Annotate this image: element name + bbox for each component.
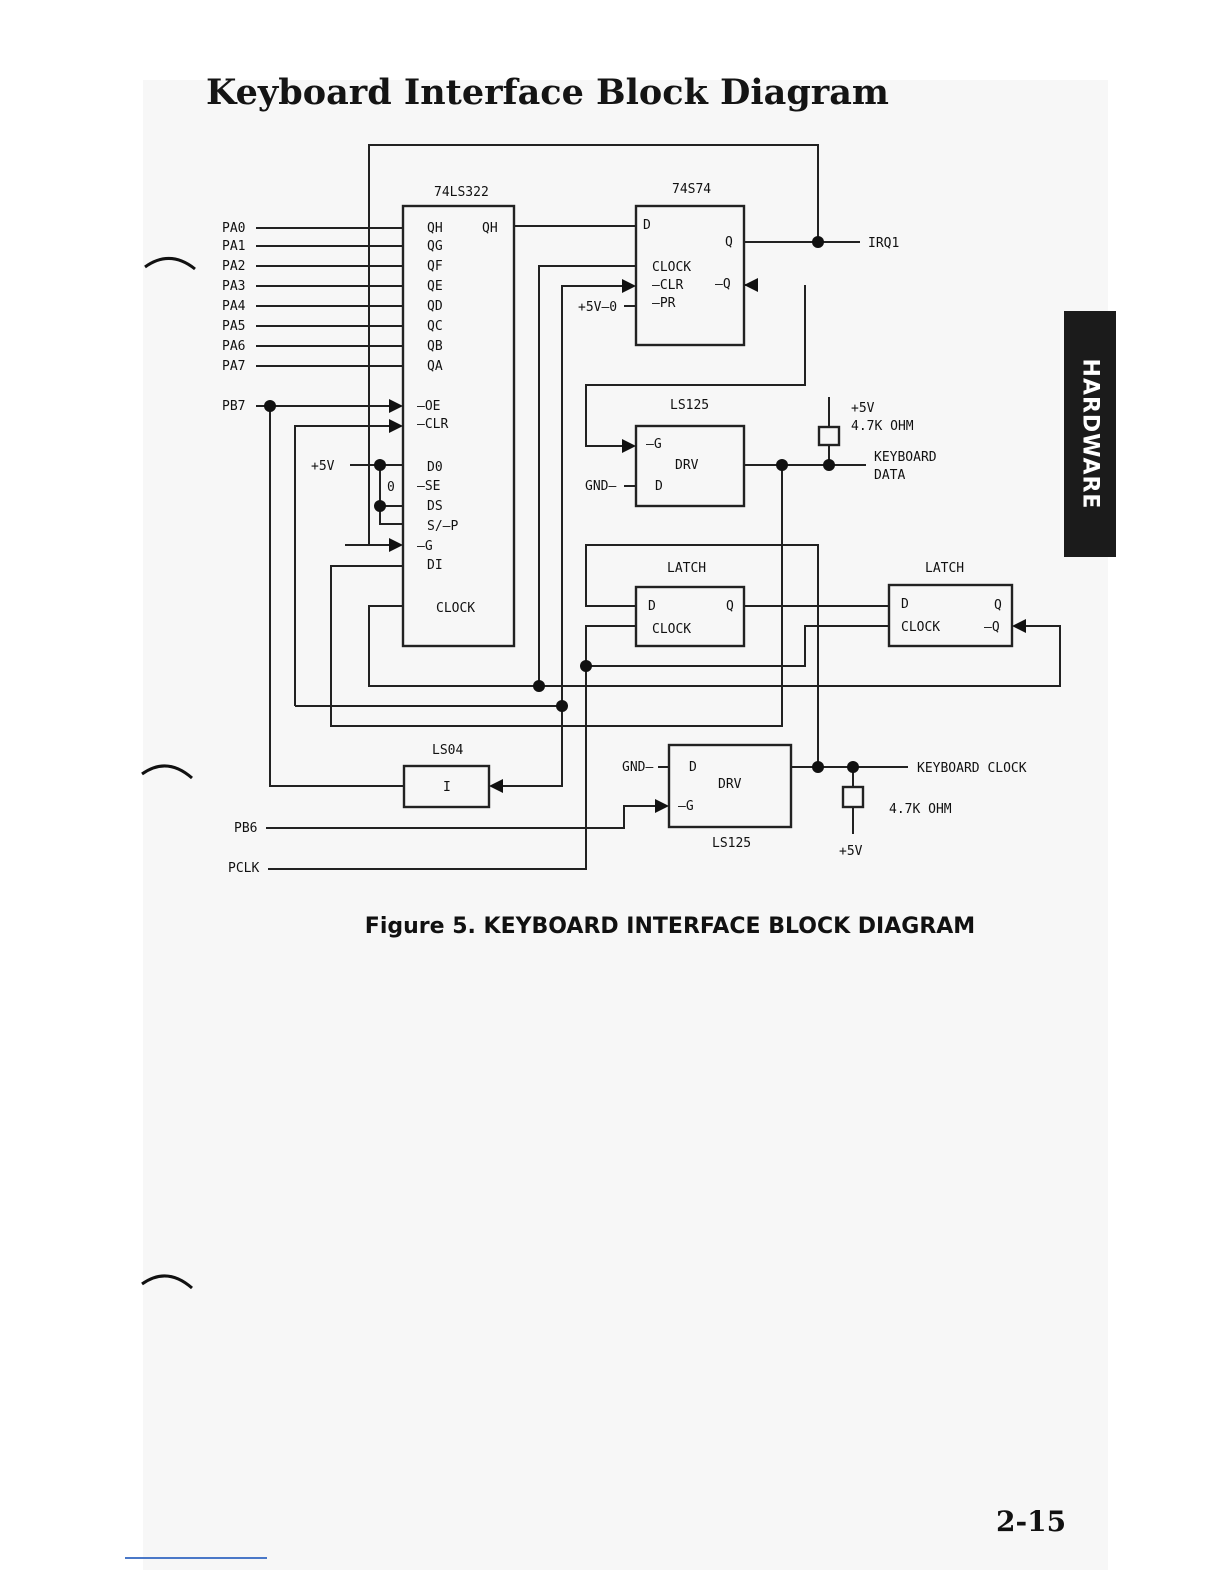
latch1-name: LATCH xyxy=(667,561,706,576)
label-pb7: PB7 xyxy=(222,399,245,414)
driver-clock-name: LS125 xyxy=(712,836,751,851)
dc-pin-g: –G xyxy=(678,799,694,814)
dc-pin-drv: DRV xyxy=(718,777,742,792)
latch1-pin-d: D xyxy=(648,599,656,614)
figure-caption: Figure 5. KEYBOARD INTERFACE BLOCK DIAGR… xyxy=(364,914,976,939)
dd-gnd: GND– xyxy=(585,479,616,494)
label-pa6: PA6 xyxy=(222,339,245,354)
inverter-symbol: I xyxy=(443,780,451,795)
label-pa1: PA1 xyxy=(222,239,245,254)
driver-data-box xyxy=(634,424,746,508)
pin-qa: QA xyxy=(427,359,443,374)
driver-data-name: LS125 xyxy=(670,398,709,413)
pin-qg: QG xyxy=(427,239,443,254)
pullup-data-resistor xyxy=(817,425,841,447)
punch-hole-mark-middle xyxy=(141,764,193,780)
pullup-clock-vcc: +5V xyxy=(839,844,863,859)
inverter-box xyxy=(402,764,491,809)
dd-pin-drv: DRV xyxy=(675,458,699,473)
latch1-pin-q: Q xyxy=(726,599,734,614)
shift-register-box xyxy=(401,204,516,648)
ff-pin-clr: –CLR xyxy=(652,278,683,293)
ff-pin-d: D xyxy=(643,218,651,233)
keyboard-data-line1: KEYBOARD xyxy=(874,450,937,465)
pin-ds: DS xyxy=(427,499,443,514)
dd-pin-g: –G xyxy=(646,437,662,452)
pin-di: DI xyxy=(427,558,443,573)
latch2-box xyxy=(887,583,1014,648)
label-pa5: PA5 xyxy=(222,319,245,334)
ff-pin-nq: –Q xyxy=(715,277,731,292)
label-pa3: PA3 xyxy=(222,279,245,294)
pin-qf: QF xyxy=(427,259,443,274)
latch2-pin-clock: CLOCK xyxy=(901,620,940,635)
keyboard-clock-label: KEYBOARD CLOCK xyxy=(917,761,1027,776)
pin-clr: –CLR xyxy=(417,417,448,432)
keyboard-data-line2: DATA xyxy=(874,468,905,483)
pin-sp: S/–P xyxy=(427,519,458,534)
pin-qb: QB xyxy=(427,339,443,354)
label-irq1: IRQ1 xyxy=(868,236,899,251)
latch2-pin-nq: –Q xyxy=(984,620,1000,635)
pin-qe: QE xyxy=(427,279,443,294)
pin-g: –G xyxy=(417,539,433,554)
label-pa2: PA2 xyxy=(222,259,245,274)
pullup-clock-resistor-label: 4.7K OHM xyxy=(889,802,952,817)
latch1-box xyxy=(634,585,746,648)
dd-pin-d: D xyxy=(655,479,663,494)
flipflop-name: 74S74 xyxy=(672,182,711,197)
page-background xyxy=(143,80,1108,1570)
label-pclk: PCLK xyxy=(228,861,259,876)
pin-se: –SE xyxy=(417,479,440,494)
flipflop-box xyxy=(634,204,746,347)
arrowheads xyxy=(389,278,1026,813)
junction-dots xyxy=(264,236,859,773)
label-pb6: PB6 xyxy=(234,821,257,836)
pullup-clock-resistor xyxy=(841,785,865,809)
latch2-pin-d: D xyxy=(901,597,909,612)
label-plus5v-shift: +5V xyxy=(311,459,335,474)
label-pa7: PA7 xyxy=(222,359,245,374)
ff-pin-clock: CLOCK xyxy=(652,260,691,275)
ff-pin-pr: –PR xyxy=(652,296,676,311)
dc-pin-d: D xyxy=(689,760,697,775)
pin-qh: QH xyxy=(427,221,443,236)
pin-d0: D0 xyxy=(427,460,443,475)
label-zero: 0 xyxy=(387,480,395,495)
pin-qd: QD xyxy=(427,299,443,314)
pin-oe: –OE xyxy=(417,399,440,414)
punch-hole-mark-bottom xyxy=(141,1274,193,1290)
latch2-pin-q: Q xyxy=(994,598,1002,613)
section-tab: HARDWARE xyxy=(1064,311,1116,557)
pin-qh-out: QH xyxy=(482,221,498,236)
label-pa4: PA4 xyxy=(222,299,246,314)
page-number: 2-15 xyxy=(996,1505,1067,1538)
label-pa0: PA0 xyxy=(222,221,245,236)
pullup-data-vcc: +5V xyxy=(851,401,875,416)
pin-qc: QC xyxy=(427,319,443,334)
punch-hole-mark-top xyxy=(144,257,196,271)
pullup-data-resistor-label: 4.7K OHM xyxy=(851,419,914,434)
latch2-name: LATCH xyxy=(925,561,964,576)
inverter-name: LS04 xyxy=(432,743,463,758)
ff-preset-input: +5V–0 xyxy=(578,300,617,315)
driver-clock-box xyxy=(667,743,793,829)
dc-gnd: GND– xyxy=(622,760,653,775)
shift-register-name: 74LS322 xyxy=(434,185,489,200)
footer-rule xyxy=(125,1557,267,1559)
ff-pin-q: Q xyxy=(725,235,733,250)
pin-clock: CLOCK xyxy=(436,601,475,616)
page-title: Keyboard Interface Block Diagram xyxy=(206,72,889,113)
latch1-pin-clock: CLOCK xyxy=(652,622,691,637)
wiring xyxy=(256,144,1061,870)
